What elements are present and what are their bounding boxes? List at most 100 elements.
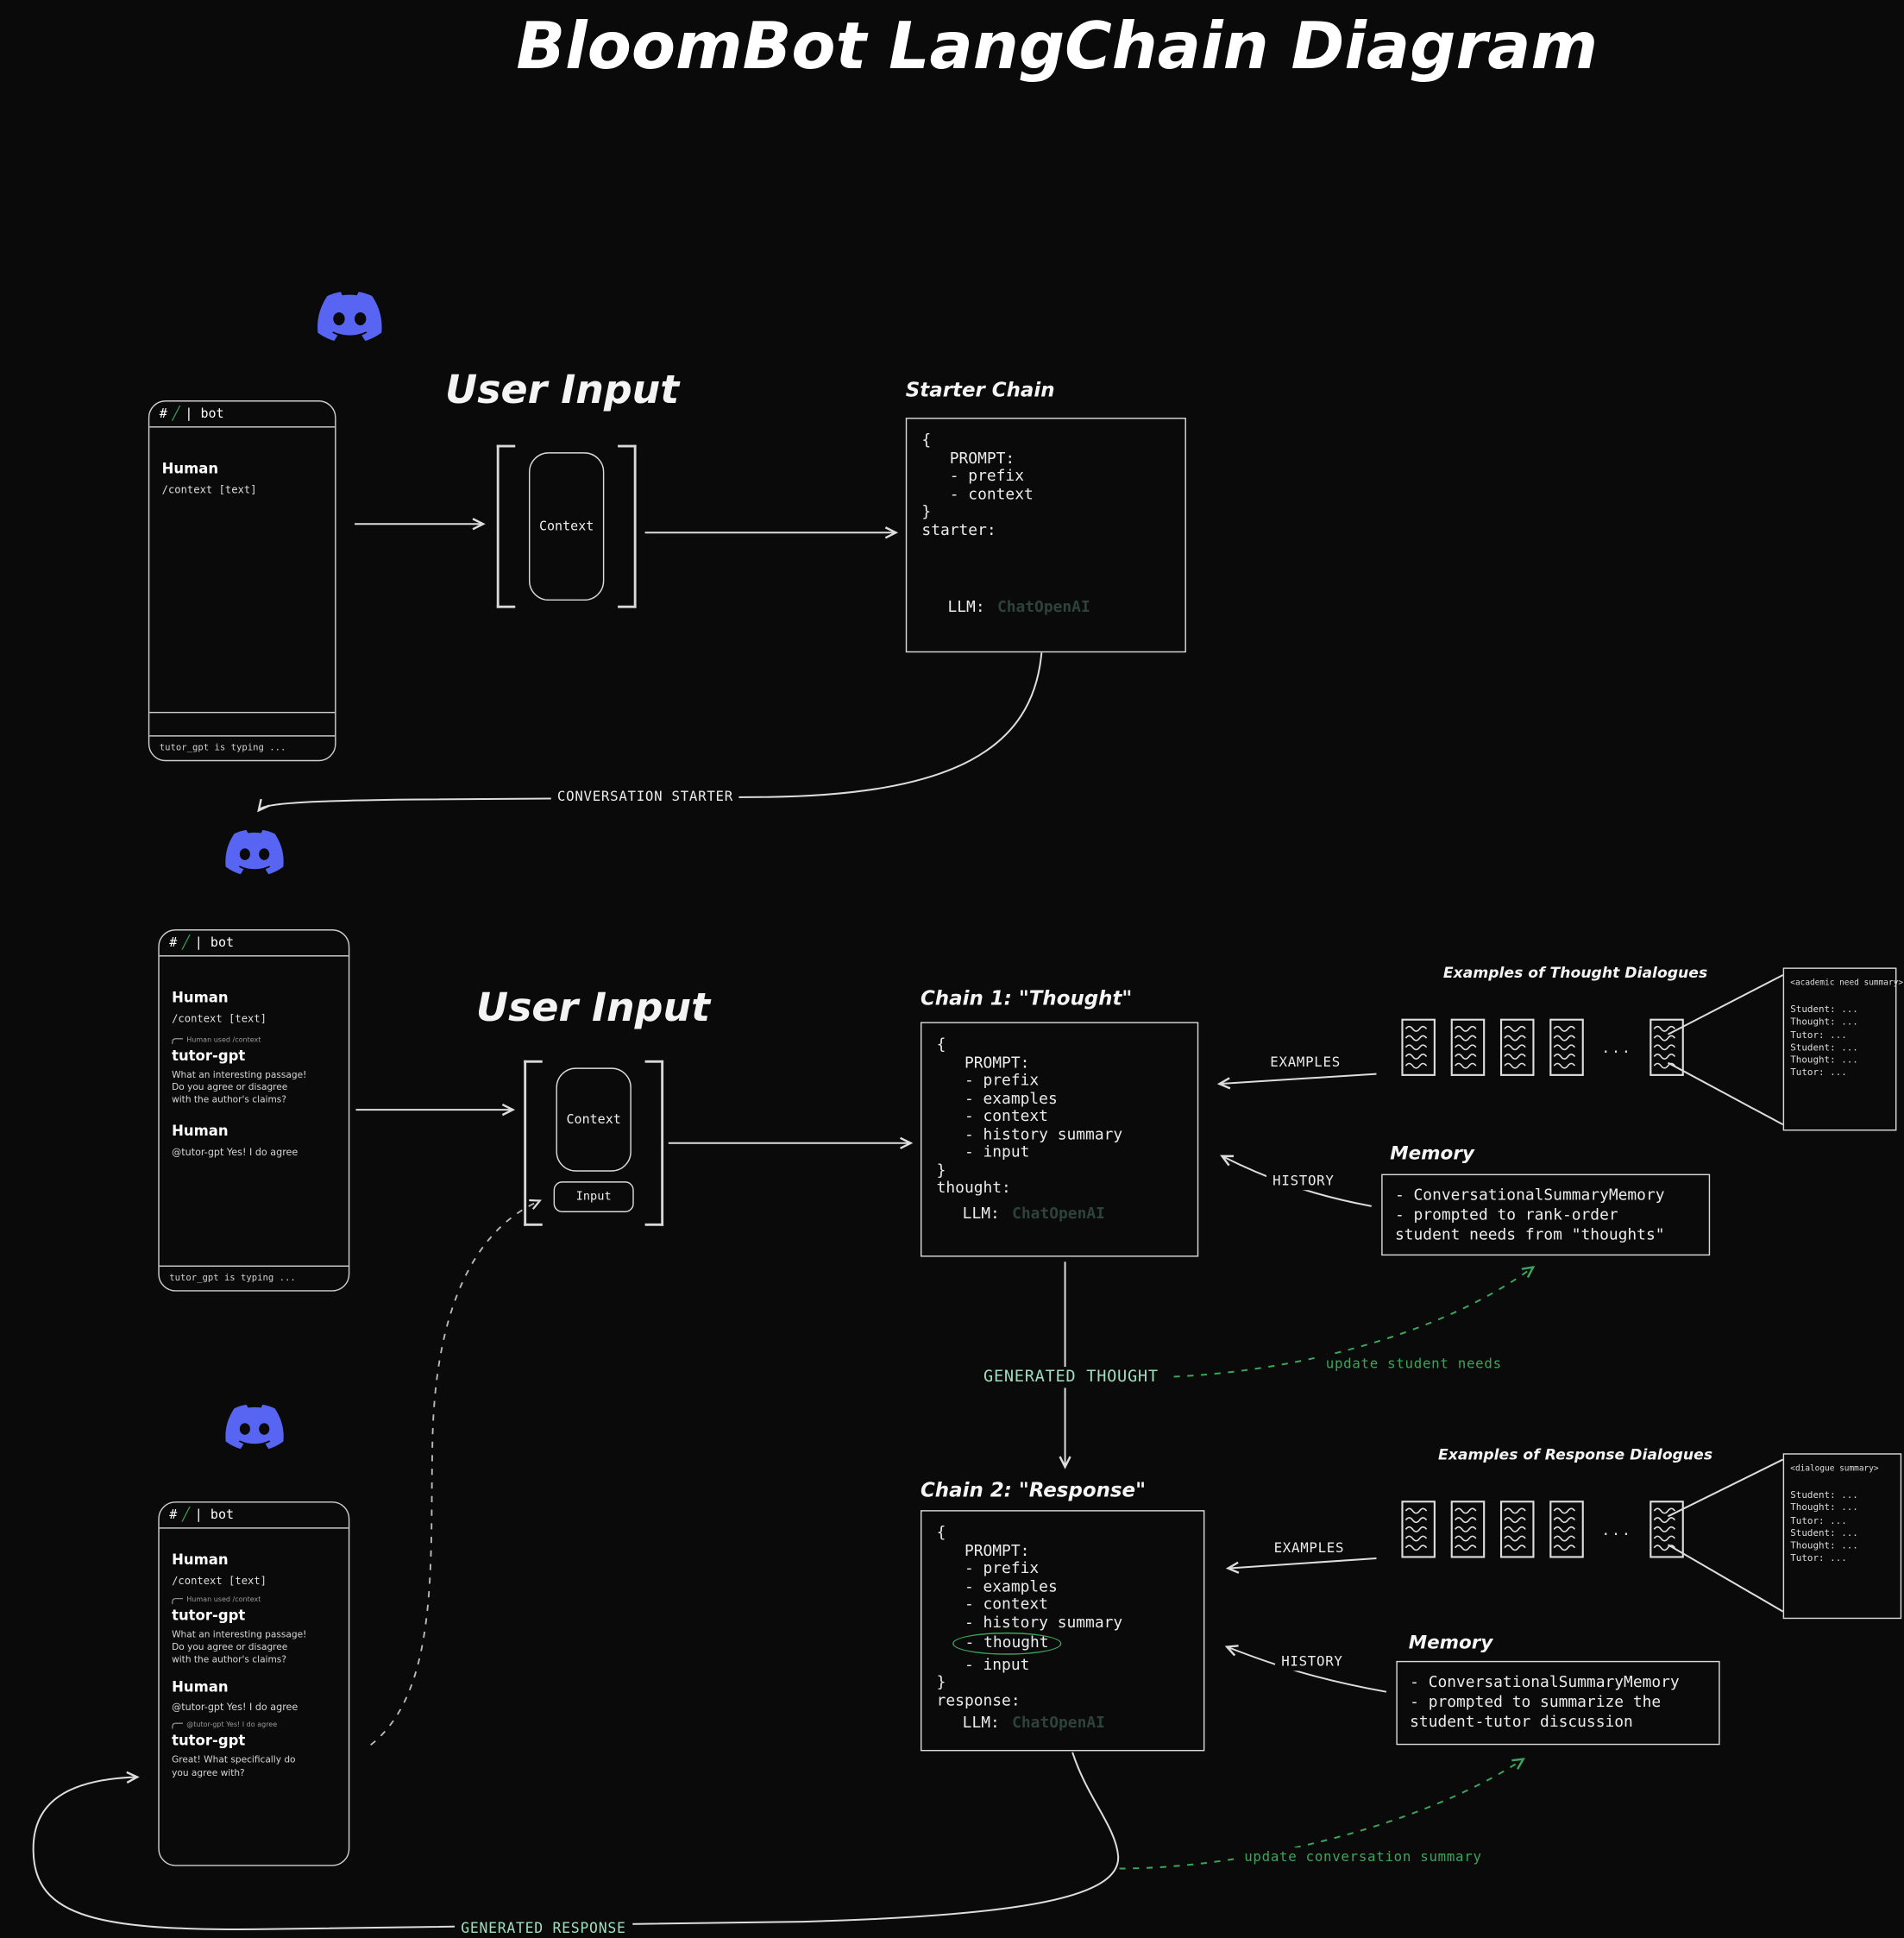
message-author: Human — [172, 988, 229, 1006]
message-author: Human — [172, 1121, 229, 1139]
channel-header: # ╱ | bot — [159, 930, 349, 957]
document-icon — [1401, 1501, 1436, 1558]
input-bar — [149, 713, 336, 737]
context-label: Context — [566, 1111, 621, 1128]
panel-title: <academic need summary> — [1790, 977, 1904, 988]
reply-elbow-icon — [172, 1597, 183, 1604]
discord-icon — [309, 284, 391, 355]
context-widget-1: Context — [496, 444, 637, 608]
llm-label: LLM: — [962, 1713, 1000, 1732]
examples2-title: Examples of Response Dialogues — [1438, 1445, 1713, 1463]
document-icon — [1549, 1501, 1584, 1558]
memory2-box: - ConversationalSummaryMemory - prompted… — [1396, 1660, 1720, 1746]
generated-thought-label: GENERATED THOUGHT — [977, 1367, 1165, 1388]
message-text: What an interesting passage! Do you agre… — [172, 1068, 307, 1106]
input-label: Input — [575, 1190, 612, 1204]
message-text: @tutor-gpt Yes! I do agree — [172, 1146, 298, 1158]
reply-reference: Human used /context — [172, 1596, 336, 1604]
message-text: Great! What specifically do you agree wi… — [172, 1753, 296, 1778]
chain2-body-top: { PROMPT: - prefix - examples - context … — [936, 1522, 1123, 1631]
panel-lines: Student: ... Thought: ... Tutor: ... Stu… — [1790, 1488, 1858, 1564]
right-bracket — [618, 444, 637, 608]
left-bracket — [496, 444, 516, 608]
discord-icon — [217, 1398, 292, 1462]
update-conversation-summary-label: update conversation summary — [1238, 1847, 1488, 1866]
message-author: tutor-gpt — [172, 1047, 246, 1065]
chain2-title: Chain 2: "Response" — [920, 1477, 1147, 1502]
examples2-documents: ... — [1401, 1501, 1684, 1558]
examples-label: EXAMPLES — [1264, 1053, 1348, 1072]
history-label: HISTORY — [1266, 1171, 1341, 1191]
document-icon — [1499, 1501, 1535, 1558]
memory1-title: Memory — [1390, 1142, 1474, 1165]
discord-icon — [217, 823, 292, 887]
typing-indicator: tutor_gpt is typing ... — [159, 741, 286, 753]
panel-title: <dialogue summary> — [1790, 1463, 1879, 1474]
reply-reference: Human used /context — [172, 1037, 336, 1045]
document-icon — [1401, 1018, 1436, 1076]
channel-name: | bot — [194, 1507, 235, 1523]
channel-hash: # — [169, 935, 178, 951]
update-student-needs-label: update student needs — [1319, 1354, 1508, 1374]
chain2-body-bottom: - input } response: — [936, 1653, 1030, 1709]
starter-chain-body: { PROMPT: - prefix - context } starter: — [921, 430, 1034, 538]
chain1-title: Chain 1: "Thought" — [920, 985, 1133, 1010]
memory1-box: - ConversationalSummaryMemory - prompted… — [1381, 1173, 1711, 1256]
document-icon — [1450, 1018, 1486, 1076]
ellipsis: ... — [1601, 1038, 1632, 1056]
message-author: Human — [172, 1677, 229, 1696]
thought-item-circled: - thought — [952, 1632, 1061, 1654]
history-label: HISTORY — [1275, 1652, 1349, 1671]
message-input-area: tutor_gpt is typing ... — [159, 1265, 349, 1291]
examples1-summary-panel: <academic need summary> Student: ... Tho… — [1782, 967, 1904, 1131]
context-label: Context — [538, 519, 594, 534]
reply-elbow-icon — [172, 1038, 183, 1045]
pencil-icon: ╱ — [182, 935, 191, 951]
llm-label: LLM: — [962, 1203, 1000, 1222]
message-author: tutor-gpt — [172, 1732, 246, 1750]
user-input-label: User Input — [475, 984, 711, 1031]
document-icon — [1450, 1501, 1486, 1558]
starter-chain-box: { PROMPT: - prefix - context } starter: … — [905, 418, 1186, 653]
channel-hash: # — [159, 406, 167, 422]
reply-reference: @tutor-gpt Yes! I do agree — [172, 1722, 336, 1730]
document-icon — [1649, 1501, 1684, 1558]
phone-mockup-1: # ╱ | bot Human /context [text] tutor_gp… — [148, 400, 336, 762]
typing-indicator: tutor_gpt is typing ... — [169, 1271, 296, 1283]
reply-elbow-icon — [172, 1723, 183, 1730]
message-author: Human — [161, 459, 219, 477]
memory2-title: Memory — [1408, 1631, 1493, 1654]
llm-label: LLM: — [947, 596, 985, 616]
left-bracket — [524, 1060, 543, 1226]
right-bracket — [644, 1060, 664, 1226]
starter-chain-title: Starter Chain — [905, 378, 1055, 402]
pencil-icon: ╱ — [172, 406, 180, 422]
conversation-starter-label: CONVERSATION STARTER — [550, 787, 740, 806]
examples1-documents: ... — [1401, 1018, 1684, 1076]
ellipsis: ... — [1601, 1520, 1632, 1538]
channel-hash: # — [169, 1507, 178, 1523]
channel-name: | bot — [194, 935, 235, 951]
llm-value: ChatOpenAI — [1012, 1713, 1105, 1732]
document-icon — [1549, 1018, 1584, 1076]
panel-lines: Student: ... Thought: ... Tutor: ... Stu… — [1790, 1003, 1858, 1079]
phone-mockup-3: # ╱ | bot Human /context [text] Human us… — [158, 1501, 350, 1866]
examples1-title: Examples of Thought Dialogues — [1442, 964, 1708, 982]
chain1-box: { PROMPT: - prefix - examples - context … — [920, 1022, 1199, 1257]
message-text: What an interesting passage! Do you agre… — [172, 1628, 307, 1665]
generated-response-label: GENERATED RESPONSE — [455, 1917, 632, 1938]
message-text: @tutor-gpt Yes! I do agree — [172, 1701, 298, 1713]
pencil-icon: ╱ — [182, 1507, 191, 1523]
message-text: /context [text] — [161, 484, 257, 497]
message-author: tutor-gpt — [172, 1606, 246, 1624]
examples-label: EXAMPLES — [1267, 1538, 1351, 1557]
chain2-box: { PROMPT: - prefix - examples - context … — [920, 1510, 1205, 1752]
message-text: /context [text] — [172, 1576, 267, 1589]
examples2-summary-panel: <dialogue summary> Student: ... Thought:… — [1782, 1453, 1902, 1620]
page-title: BloomBot LangChain Diagram — [516, 9, 1599, 85]
channel-name: | bot — [185, 406, 224, 422]
channel-header: # ╱ | bot — [149, 401, 336, 428]
message-input-area: tutor_gpt is typing ... — [149, 711, 336, 760]
